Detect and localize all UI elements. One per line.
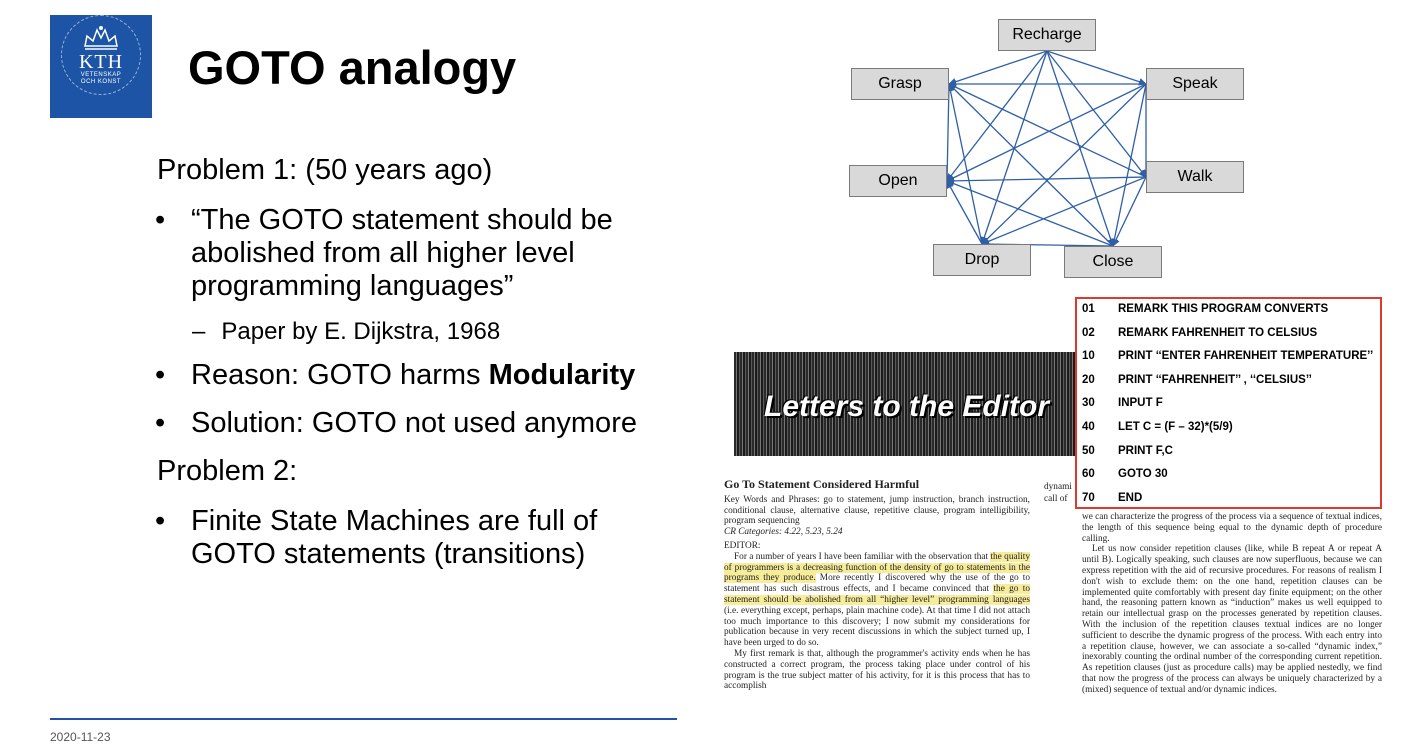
bullet-solution: • Solution: GOTO not used anymore (155, 407, 637, 440)
basic-line-code: PRINT ‘‘ENTER FAHRENHEIT TEMPERATURE’’ (1118, 350, 1374, 363)
bullet-dot: • (155, 407, 166, 439)
basic-program-listing: 01 REMARK THIS PROGRAM CONVERTS 02 REMARK F… (1075, 297, 1382, 509)
basic-line-code: LET C = (F – 32)*(5/9) (1118, 421, 1233, 433)
state-machine-edges (944, 50, 1150, 249)
col2-fragment: call of (1044, 494, 1068, 504)
transition-edge (946, 179, 1114, 247)
bullet-text: Solution: GOTO not used anymore (191, 407, 637, 439)
basic-line: 40 LET C = (F – 32)*(5/9) (1082, 421, 1233, 433)
transition-edge (946, 176, 1147, 185)
logo-text: KTH (78, 50, 124, 73)
basic-line-code: REMARK FAHRENHEIT TO CELSIUS (1118, 326, 1318, 339)
bullet-dot: • (155, 505, 166, 537)
state-recharge: Recharge (998, 19, 1096, 51)
letter-paragraph-2: My first remark is that, although the pr… (724, 648, 1030, 692)
basic-line-code: PRINT F,C (1118, 444, 1173, 457)
basic-line-code: END (1118, 491, 1143, 504)
letter-editor: EDITOR: (724, 540, 761, 551)
letter-column-right: we can characterize the progress of the … (1082, 512, 1382, 696)
basic-line: 01 REMARK THIS PROGRAM CONVERTS (1082, 303, 1328, 315)
footer-divider (50, 718, 677, 720)
transition-edge (1112, 176, 1147, 247)
bullet-dot: • (155, 359, 166, 391)
crown-icon (84, 25, 118, 50)
basic-line-code: REMARK THIS PROGRAM CONVERTS (1118, 303, 1329, 315)
basic-line-number: 20 (1082, 373, 1095, 386)
bullet-bold-text: Modularity (488, 359, 636, 391)
letter-categories: CR Categories: 4.22, 5.23, 5.24 (724, 527, 843, 538)
p1-text: More recently I discovered why the use o… (724, 573, 1030, 595)
basic-line: 20 PRINT ‘‘FAHRENHEIT’’ , ‘‘CELSIUS’’ (1082, 374, 1312, 386)
transition-edge (1046, 50, 1147, 86)
transition-edge (981, 83, 1147, 245)
transition-edge (946, 83, 983, 245)
transition-edge (946, 50, 1048, 182)
dijkstra-letter-scan: Letters to the Editor Go To Statement Co… (718, 352, 1080, 756)
letter-paragraph-1: For a number of years I have been famili… (724, 551, 1031, 649)
sub-bullet-dijkstra: –Paper by E. Dijkstra, 1968 (192, 318, 500, 346)
basic-line: 70 END (1082, 492, 1142, 504)
transition-edge (981, 176, 1147, 245)
basic-line: 30 INPUT F (1082, 397, 1163, 409)
logo-seal: KTH VETENSKAP OCH KONST (61, 14, 141, 95)
transition-edge (946, 83, 1147, 182)
sub-bullet-text: Paper by E. Dijkstra, 1968 (221, 318, 501, 345)
problem1-heading: Problem 1: (50 years ago) (157, 154, 493, 186)
basic-line: 50 PRINT F,C (1082, 445, 1173, 457)
banner-text: Letters to the Editor (764, 390, 1050, 423)
letters-banner: Letters to the Editor (734, 352, 1080, 456)
state-close: Close (1064, 246, 1162, 278)
bullet-text: Finite State Machines are full of GOTO s… (191, 505, 598, 570)
basic-line: 60 GOTO 30 (1082, 468, 1168, 480)
basic-line-number: 30 (1082, 397, 1095, 410)
basic-line-code: PRINT ‘‘FAHRENHEIT’’ , ‘‘CELSIUS’’ (1118, 373, 1312, 386)
basic-line-code: INPUT F (1118, 397, 1163, 410)
transition-edge (948, 83, 1114, 247)
kth-logo: KTH VETENSKAP OCH KONST (50, 14, 152, 118)
letter-column-left: Go To Statement Considered Harmful Key W… (724, 477, 1031, 692)
problem2-heading: Problem 2: (157, 455, 298, 487)
basic-line-code: GOTO 30 (1118, 468, 1168, 481)
basic-line-number: 60 (1082, 468, 1095, 481)
state-speak: Speak (1146, 68, 1244, 100)
basic-line: 02 REMARK FAHRENHEIT TO CELSIUS (1082, 327, 1317, 339)
basic-line: 10 PRINT ‘‘ENTER FAHRENHEIT TEMPERATURE’’ (1082, 350, 1373, 362)
state-open: Open (849, 165, 947, 197)
transition-edge (944, 83, 953, 182)
bullet-fsm: • Finite State Machines are full of GOTO… (155, 505, 661, 571)
basic-line-number: 70 (1082, 491, 1095, 504)
transition-edge (948, 50, 1048, 86)
bullet-dot: • (155, 204, 166, 236)
bullet-text: Reason: GOTO harms (191, 359, 489, 391)
p1-text: For a number of years I have been famili… (734, 551, 991, 562)
transition-edge (1110, 83, 1147, 247)
slide-date: 2020-11-23 (50, 730, 111, 744)
basic-line-number: 01 (1082, 303, 1095, 315)
basic-line-number: 50 (1082, 444, 1095, 457)
transition-edge (948, 83, 1147, 178)
transition-edge (946, 180, 983, 245)
dash: – (192, 318, 206, 345)
basic-line-number: 10 (1082, 350, 1095, 363)
col2-paragraph-2: Let us now consider repetition clauses (… (1082, 544, 1382, 695)
state-drop: Drop (933, 244, 1031, 276)
bullet-goto-quote: • “The GOTO statement should be abolishe… (155, 204, 671, 303)
letter-column-right-top: dynami call of (1044, 481, 1080, 505)
col2-fragment: dynami (1044, 482, 1072, 492)
slide-title: GOTO analogy (188, 41, 517, 94)
transition-edge (1046, 50, 1147, 178)
logo-subtext: VETENSKAP OCH KONST (80, 71, 122, 85)
state-grasp: Grasp (851, 68, 949, 100)
bullet-text: “The GOTO statement should be abolished … (191, 204, 613, 302)
basic-line-number: 40 (1082, 421, 1095, 433)
col2-paragraph-1: we can characterize the progress of the … (1082, 512, 1382, 544)
basic-line-number: 02 (1082, 326, 1095, 339)
p1-text: (i.e. everything except, perhaps, plain … (724, 605, 1030, 649)
state-walk: Walk (1146, 161, 1244, 193)
letter-keywords: Key Words and Phrases: go to statement, … (724, 494, 1030, 527)
letter-title: Go To Statement Considered Harmful (724, 477, 920, 491)
bullet-reason: • Reason: GOTO harms Modularity (155, 359, 636, 392)
